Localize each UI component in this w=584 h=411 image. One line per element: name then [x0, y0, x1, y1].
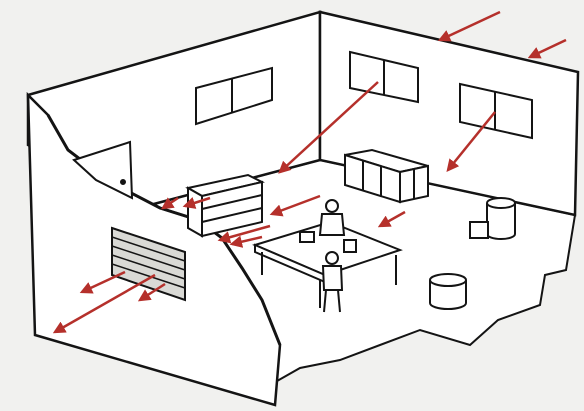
- room-airflow-diagram: [0, 0, 584, 411]
